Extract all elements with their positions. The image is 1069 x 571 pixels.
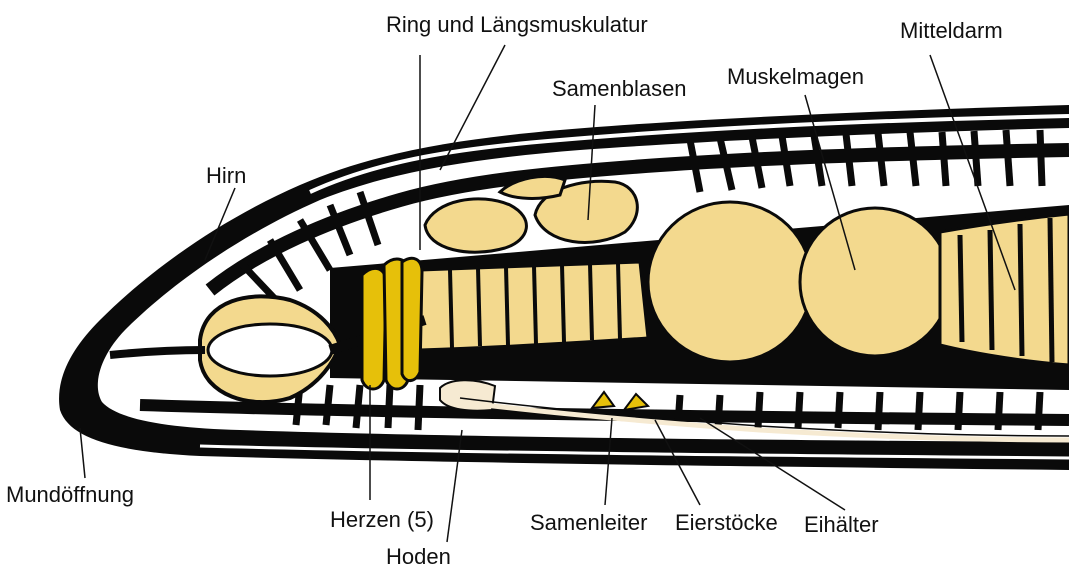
- label-brain: Hirn: [206, 163, 246, 188]
- label-hearts: Herzen (5): [330, 507, 434, 532]
- label-midgut: Mitteldarm: [900, 18, 1003, 43]
- crop: [648, 202, 812, 362]
- seminal-vesicle-1: [425, 199, 526, 252]
- label-sperm-duct: Samenleiter: [530, 510, 647, 535]
- label-gizzard: Muskelmagen: [727, 64, 864, 89]
- leader-mouth: [80, 428, 85, 478]
- label-ovaries: Eierstöcke: [675, 510, 778, 535]
- heart-3: [402, 258, 422, 380]
- label-mouth: Mundöffnung: [6, 482, 134, 507]
- label-testes: Hoden: [386, 544, 451, 569]
- label-ring-muscle: Ring und Längsmuskulatur: [386, 12, 648, 37]
- heart-1: [362, 268, 386, 389]
- label-seminal-vesicles: Samenblasen: [552, 76, 687, 101]
- label-egg-sac: Eihälter: [804, 512, 879, 537]
- brain-cavity: [208, 324, 332, 376]
- gizzard: [800, 208, 950, 356]
- hearts: [362, 258, 422, 389]
